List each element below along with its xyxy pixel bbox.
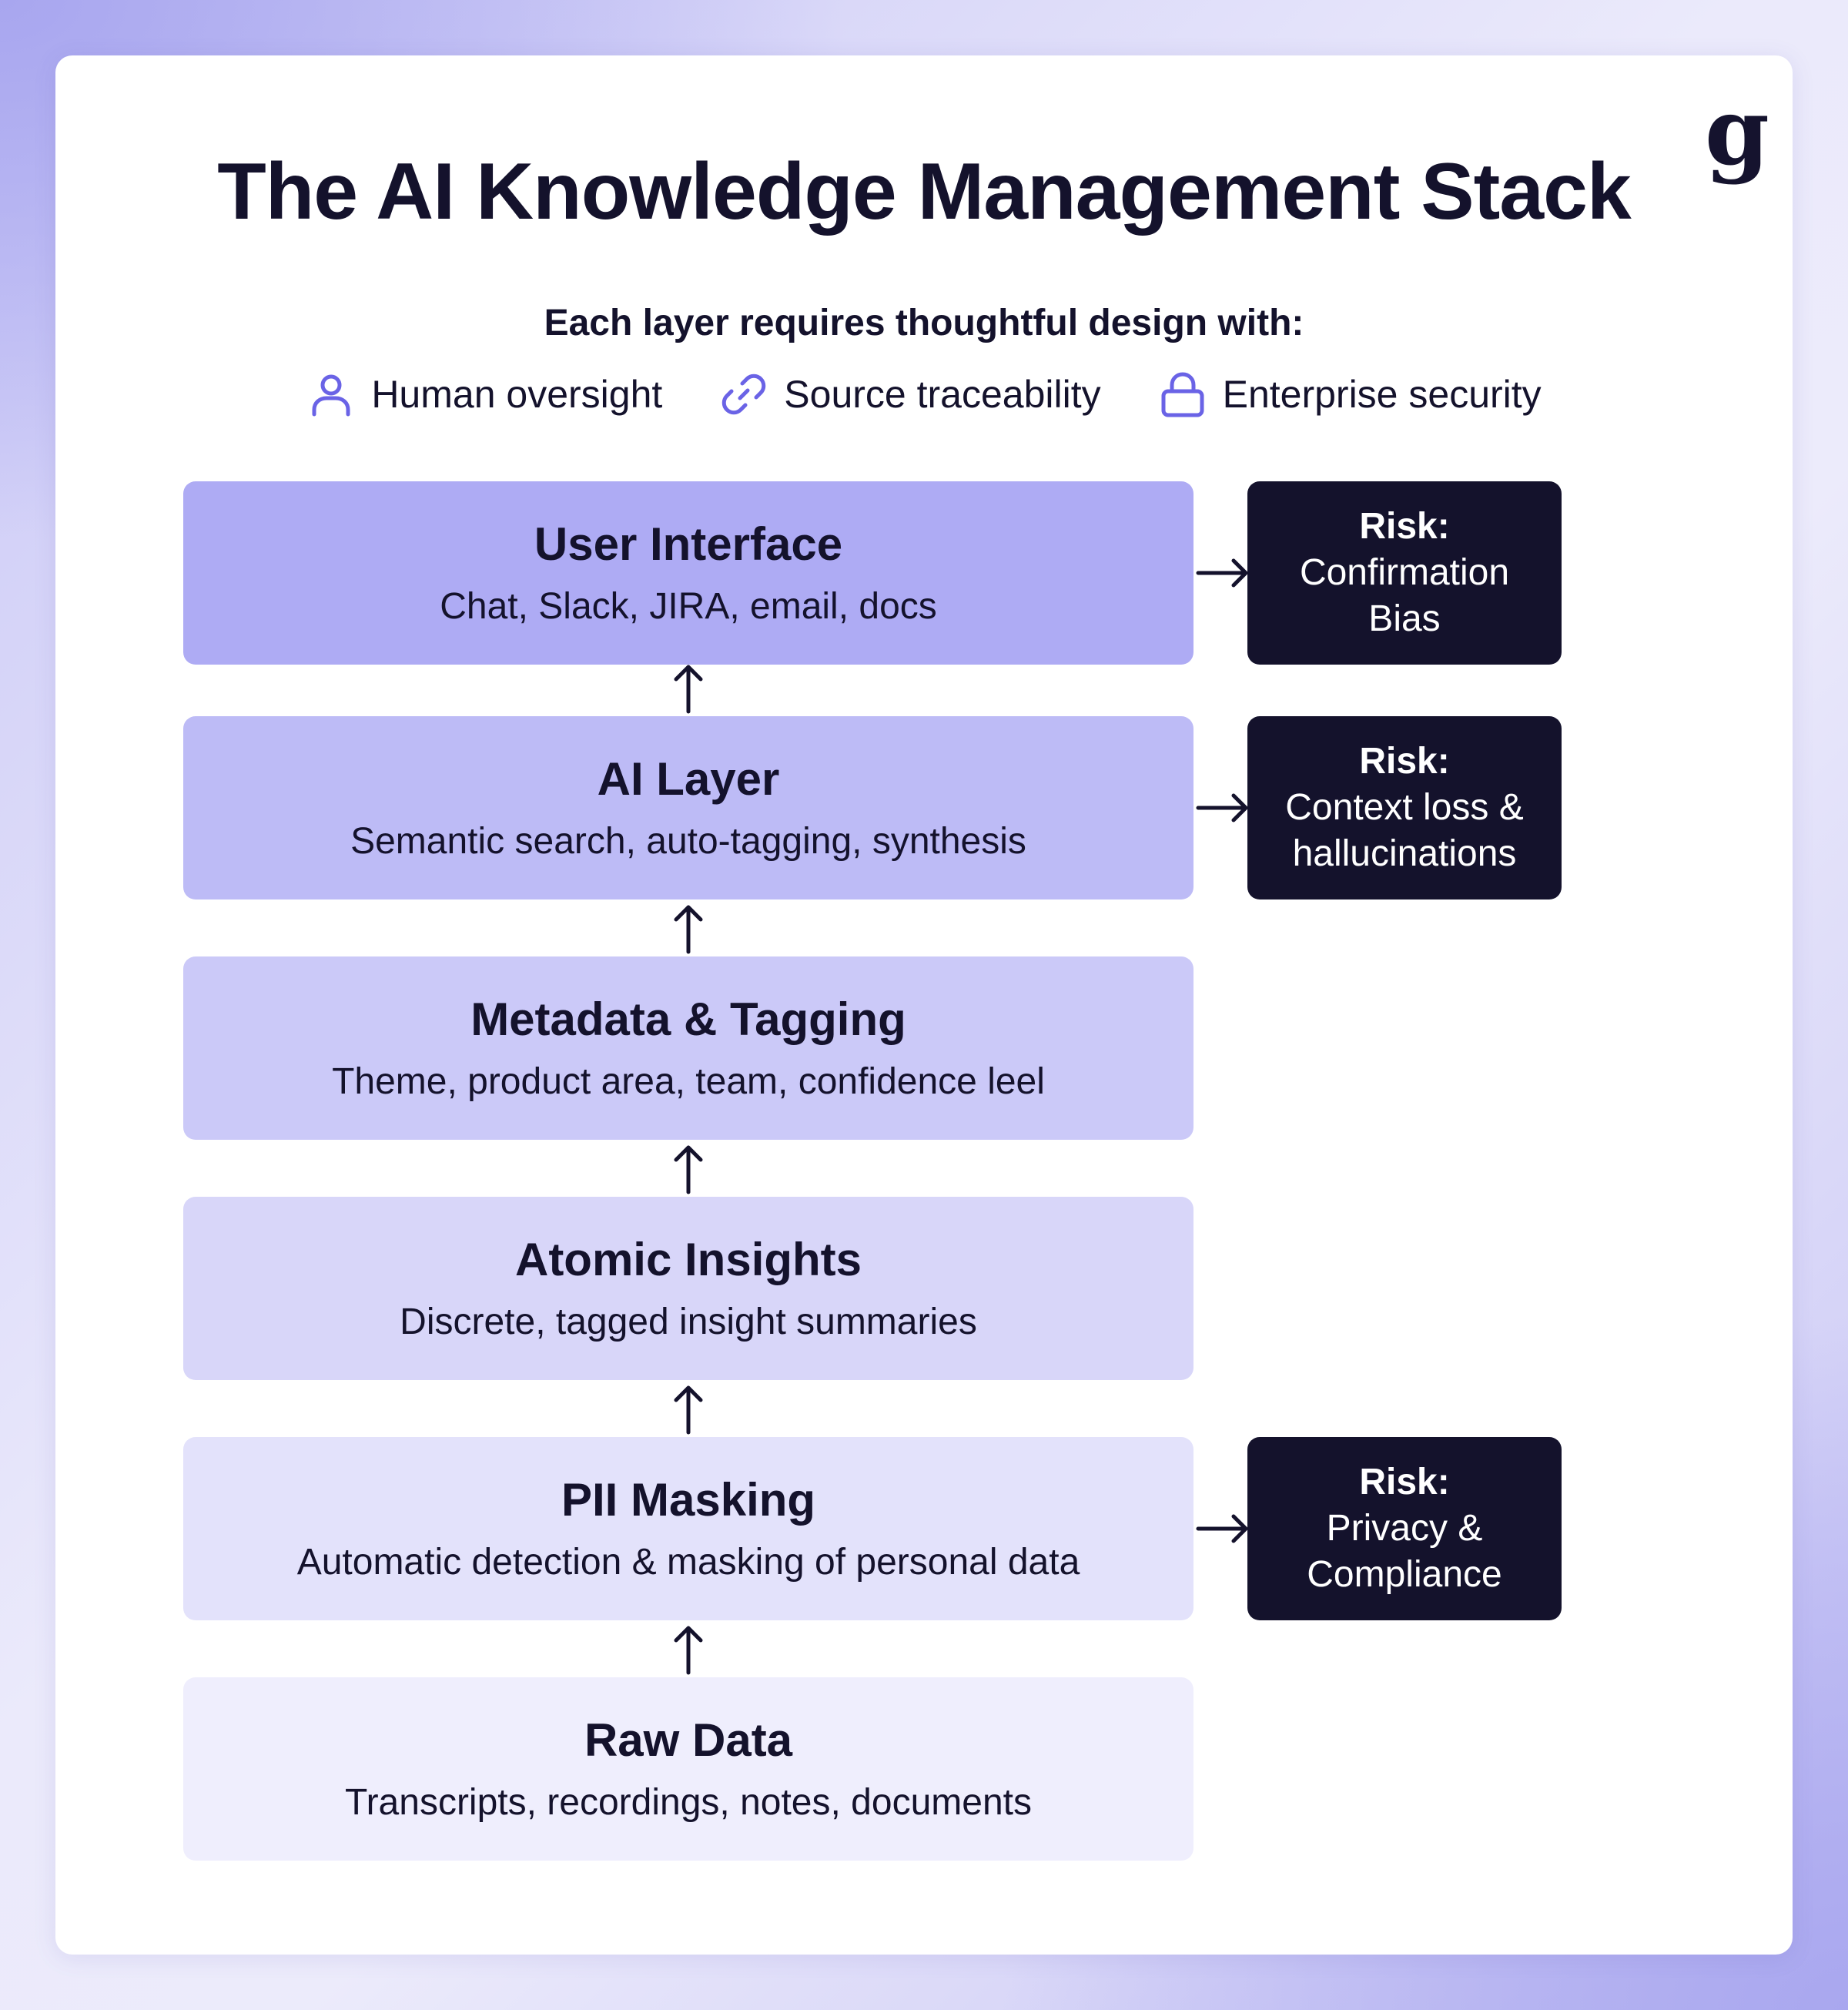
- layer-user-interface: User Interface Chat, Slack, JIRA, email,…: [183, 481, 1194, 665]
- subtitle: Each layer requires thoughtful design wi…: [544, 303, 1304, 343]
- risk-text: Context loss & hallucinations: [1285, 787, 1524, 874]
- principle-label: Enterprise security: [1222, 373, 1542, 416]
- layer-title: User Interface: [534, 518, 843, 570]
- layer-title: AI Layer: [597, 752, 780, 805]
- risk-text: Confirmation Bias: [1299, 552, 1510, 639]
- layer-atomic-insights: Atomic Insights Discrete, tagged insight…: [183, 1197, 1194, 1380]
- layer-description: Theme, product area, team, confidence le…: [332, 1060, 1045, 1102]
- risk-box-context-loss: Risk: Context loss & hallucinations: [1247, 716, 1562, 899]
- principles-row: Human oversight Source traceability Ente…: [0, 370, 1848, 419]
- principle-enterprise-security: Enterprise security: [1158, 370, 1542, 419]
- logo: g: [1705, 78, 1769, 186]
- arrow-up-icon: [674, 1145, 703, 1194]
- arrow-right-icon: [1196, 558, 1248, 588]
- arrow-up-icon: [674, 1626, 703, 1675]
- risk-label: Risk:: [1359, 741, 1450, 782]
- layer-description: Semantic search, auto-tagging, synthesis: [350, 820, 1026, 862]
- risk-box-privacy-compliance: Risk: Privacy & Compliance: [1247, 1437, 1562, 1620]
- arrow-up-icon: [674, 905, 703, 954]
- layer-description: Transcripts, recordings, notes, document…: [345, 1781, 1032, 1823]
- person-icon: [312, 374, 350, 417]
- principle-label: Human oversight: [371, 373, 663, 416]
- arrow-up-icon: [674, 665, 703, 714]
- arrow-right-icon: [1196, 1514, 1248, 1543]
- link-icon: [722, 374, 766, 415]
- risk-label: Risk:: [1359, 1462, 1450, 1502]
- layer-title: Atomic Insights: [514, 1233, 862, 1285]
- layer-ai: AI Layer Semantic search, auto-tagging, …: [183, 716, 1194, 899]
- layer-title: Metadata & Tagging: [470, 993, 906, 1045]
- layer-description: Automatic detection & masking of persona…: [296, 1541, 1080, 1583]
- risk-label: Risk:: [1359, 506, 1450, 547]
- risk-box-confirmation-bias: Risk: Confirmation Bias: [1247, 481, 1562, 665]
- arrow-up-icon: [674, 1385, 703, 1435]
- lock-icon: [1161, 372, 1204, 417]
- risk-text: Privacy & Compliance: [1307, 1508, 1502, 1595]
- arrow-right-icon: [1196, 793, 1248, 822]
- layer-pii-masking: PII Masking Automatic detection & maskin…: [183, 1437, 1194, 1620]
- diagram-title: The AI Knowledge Management Stack: [217, 147, 1632, 236]
- principle-source-traceability: Source traceability: [719, 370, 1101, 419]
- principle-human-oversight: Human oversight: [306, 370, 662, 419]
- layer-metadata-tagging: Metadata & Tagging Theme, product area, …: [183, 956, 1194, 1140]
- layer-description: Chat, Slack, JIRA, email, docs: [440, 585, 937, 627]
- layer-title: Raw Data: [584, 1714, 793, 1766]
- principle-label: Source traceability: [784, 373, 1101, 416]
- layer-title: PII Masking: [561, 1473, 816, 1526]
- layer-description: Discrete, tagged insight summaries: [400, 1301, 977, 1342]
- layer-raw-data: Raw Data Transcripts, recordings, notes,…: [183, 1677, 1194, 1861]
